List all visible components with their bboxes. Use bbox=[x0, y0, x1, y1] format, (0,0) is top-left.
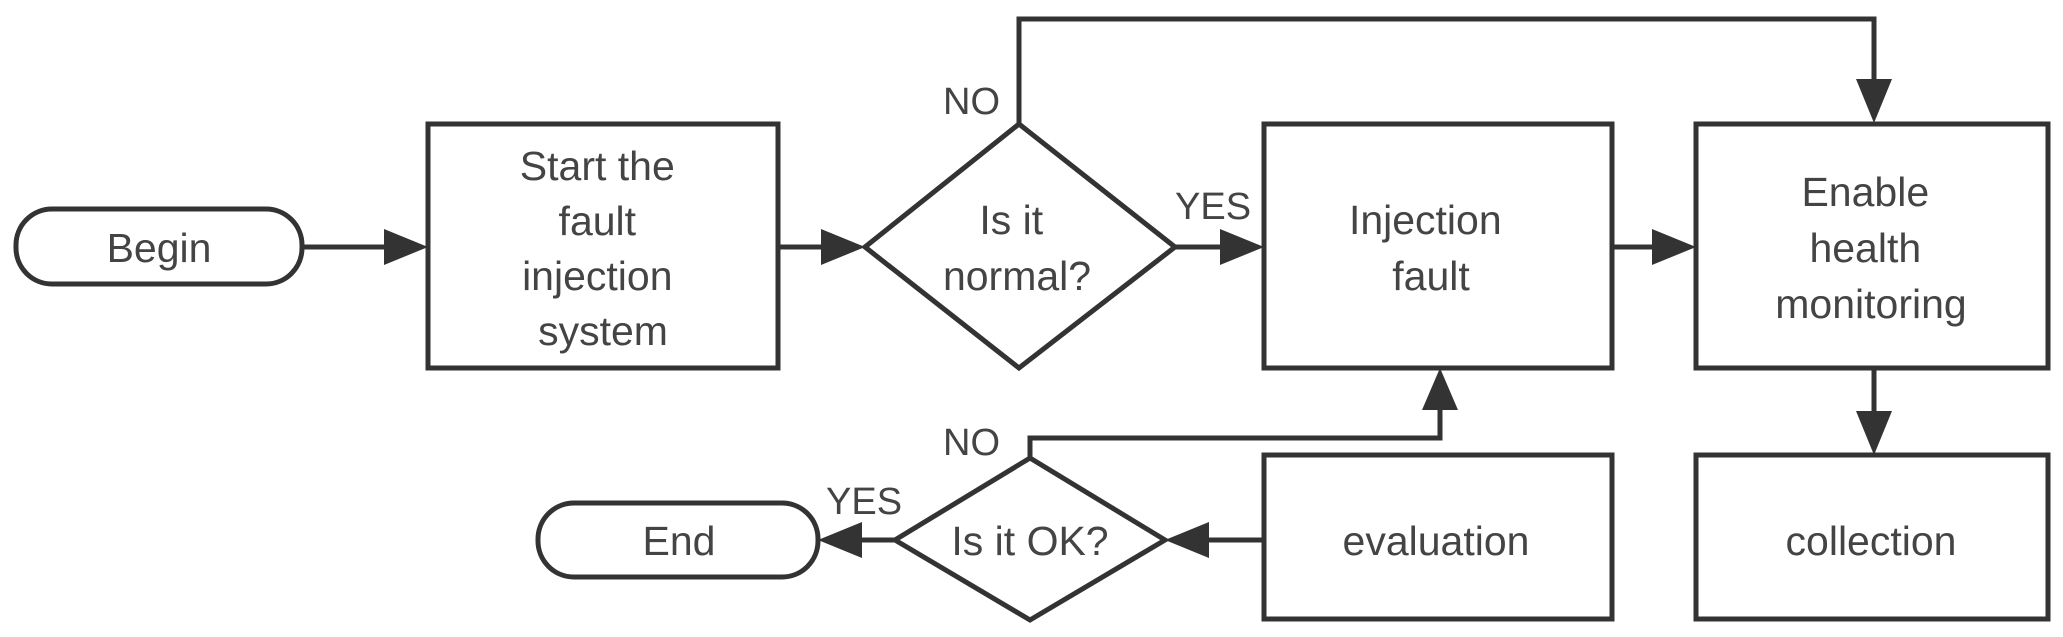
enable-health-monitoring-box bbox=[1693, 121, 2051, 371]
enable-label: Enable health monitoring bbox=[1775, 169, 1966, 327]
collection-label: collection bbox=[1786, 518, 1957, 564]
evaluation-label: evaluation bbox=[1343, 518, 1530, 564]
injection-label: Injection fault bbox=[1349, 197, 1513, 299]
is-ok-no-label: NO bbox=[943, 422, 1000, 464]
arrowhead-begin-to-start bbox=[384, 229, 428, 265]
arrowhead-evaluation-to-ok bbox=[1165, 522, 1209, 558]
arrowhead-decision-no-to-enable bbox=[1856, 79, 1892, 123]
is-ok-label: Is it OK? bbox=[951, 518, 1108, 564]
arrowhead-start-to-decision bbox=[821, 229, 865, 265]
start-label: Start the fault injection system bbox=[520, 143, 686, 354]
end-label: End bbox=[643, 518, 716, 564]
begin-terminal bbox=[13, 206, 305, 287]
edge-decision-no-to-enable bbox=[1016, 16, 1877, 124]
arrowhead-ok-yes-to-end bbox=[818, 522, 862, 558]
end-terminal bbox=[535, 500, 821, 580]
is-ok-decision bbox=[890, 455, 1170, 623]
injection-fault-box bbox=[1261, 121, 1615, 371]
begin-label: Begin bbox=[107, 225, 212, 271]
edge-ok-no-to-injection bbox=[1027, 405, 1443, 458]
is-normal-no-label: NO bbox=[943, 81, 1000, 123]
arrowhead-enable-to-collection bbox=[1856, 411, 1892, 455]
is-normal-yes-label: YES bbox=[1175, 186, 1251, 228]
collection-box bbox=[1693, 452, 2051, 622]
is-ok-yes-label: YES bbox=[826, 481, 902, 523]
arrowhead-decision-yes-to-injection bbox=[1220, 229, 1264, 265]
is-normal-label: Is it normal? bbox=[943, 197, 1091, 299]
evaluation-box bbox=[1261, 452, 1615, 622]
arrowhead-injection-to-enable bbox=[1652, 229, 1696, 265]
is-normal-decision bbox=[860, 120, 1180, 372]
arrowhead-ok-no-to-injection bbox=[1422, 368, 1458, 410]
start-fault-injection-box bbox=[425, 121, 781, 371]
